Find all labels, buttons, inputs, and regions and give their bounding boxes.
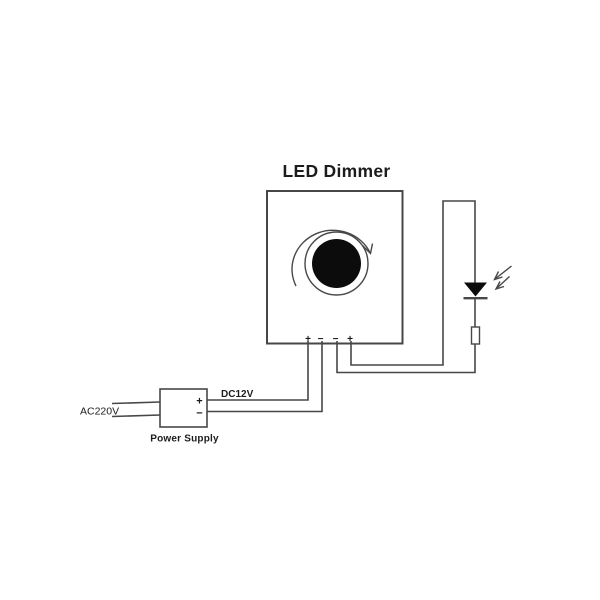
ac-input-label: AC220V <box>80 406 119 418</box>
dimmer-terminal-plus-out: + <box>347 334 353 345</box>
wire-dc-plus <box>207 341 309 401</box>
diagram-title: LED Dimmer <box>282 161 390 181</box>
power-supply-label: Power Supply <box>150 434 219 445</box>
power-supply-box <box>159 388 208 428</box>
light-arrow-icon <box>493 265 512 281</box>
power-supply-plus-terminal: + <box>196 396 202 408</box>
resistor <box>470 326 481 345</box>
dimmer-terminal-minus-in: − <box>318 334 324 345</box>
wire-ac-line1 <box>111 401 161 405</box>
knob-outline <box>304 231 369 296</box>
light-arrow-icon <box>494 275 510 291</box>
dimmer-terminal-plus-in: + <box>305 334 311 345</box>
dc-output-label: DC12V <box>221 389 254 400</box>
dimmer-terminal-minus-out: − <box>333 334 339 345</box>
wire-led-plus <box>350 200 476 366</box>
wire-dc-minus <box>207 341 323 413</box>
led-triangle <box>464 282 487 297</box>
wire-led-minus <box>336 341 476 374</box>
led-symbol <box>463 265 512 300</box>
rotation-arrow-icon <box>362 243 374 255</box>
power-supply-minus-terminal: − <box>196 408 202 420</box>
dimmer-knob <box>312 239 361 288</box>
knob-rotation-arc <box>291 229 371 287</box>
wire-ac-line2 <box>111 414 161 418</box>
